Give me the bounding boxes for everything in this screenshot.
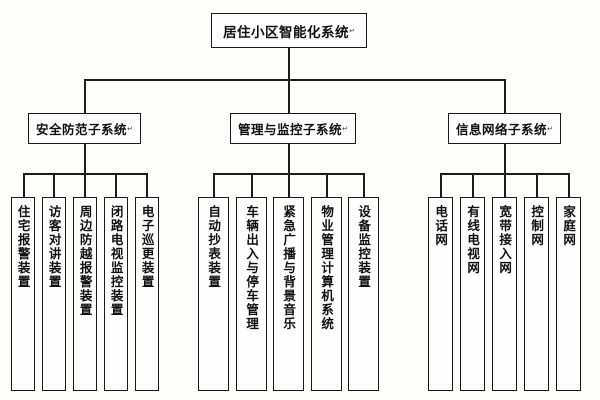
connector-branch2-stem — [288, 144, 290, 197]
node-branch-network[interactable]: 信息网络子系统↵ — [448, 113, 561, 144]
leaf-control-network[interactable]: 控制网 — [524, 197, 549, 391]
connector-drop-branch-1 — [84, 79, 86, 113]
connector-group2-bus — [213, 173, 364, 175]
leaf-label: 电话网 — [433, 205, 449, 247]
leaf-label: 宽带接入网 — [497, 205, 513, 275]
connector-drop-leaf-10 — [363, 173, 365, 197]
leaf-perimeter-alarm[interactable]: 周边防越报警装置 — [73, 197, 97, 391]
leaf-label: 设备监控装置 — [356, 205, 372, 289]
leaf-equipment-monitoring[interactable]: 设备监控装置 — [348, 197, 379, 391]
leaf-vehicle-parking-management[interactable]: 车辆出入与停车管理 — [236, 197, 267, 391]
leaf-cctv-monitoring[interactable]: 闭路电视监控装置 — [104, 197, 128, 391]
leaf-label: 访客对讲装置 — [46, 205, 62, 289]
connector-level1-bus — [84, 79, 505, 81]
node-branch-label: 管理与监控子系统 — [238, 122, 343, 137]
leaf-label: 自动抄表装置 — [206, 205, 222, 289]
node-branch-security[interactable]: 安全防范子系统↵ — [28, 113, 141, 144]
return-mark-icon: ↵ — [127, 124, 133, 133]
connector-drop-leaf-12 — [472, 173, 474, 197]
connector-drop-leaf-9 — [326, 173, 328, 197]
return-mark-icon: ↵ — [547, 124, 553, 133]
connector-drop-leaf-5 — [146, 173, 148, 197]
leaf-label: 闭路电视监控装置 — [108, 205, 124, 317]
connector-root-stem — [288, 48, 290, 80]
leaf-electronic-patrol[interactable]: 电子巡更装置 — [135, 197, 159, 391]
leaf-label: 周边防越报警装置 — [77, 205, 93, 317]
return-mark-icon: ↵ — [349, 26, 355, 35]
connector-drop-leaf-2 — [53, 173, 55, 197]
connector-branch1-stem — [84, 144, 86, 197]
return-mark-icon: ↵ — [342, 124, 348, 133]
leaf-label: 有线电视网 — [465, 205, 481, 275]
connector-group3-bus — [440, 173, 568, 175]
leaf-home-alarm[interactable]: 住宅报警装置 — [11, 197, 35, 391]
leaf-label: 控制网 — [529, 205, 545, 247]
leaf-auto-meter-reading[interactable]: 自动抄表装置 — [198, 197, 229, 391]
leaf-broadband-access-network[interactable]: 宽带接入网 — [492, 197, 517, 391]
node-root-system[interactable]: 居住小区智能化系统↵ — [211, 13, 367, 48]
leaf-label: 住宅报警装置 — [15, 205, 31, 289]
leaf-telephone-network[interactable]: 电话网 — [428, 197, 453, 391]
connector-drop-leaf-14 — [536, 173, 538, 197]
leaf-cable-tv-network[interactable]: 有线电视网 — [460, 197, 485, 391]
connector-drop-leaf-11 — [440, 173, 442, 197]
connector-drop-branch-2 — [288, 79, 290, 113]
node-root-label: 居住小区智能化系统 — [223, 24, 350, 41]
leaf-label: 家庭网 — [561, 205, 577, 247]
leaf-label: 物业管理计算机系统 — [319, 205, 335, 331]
leaf-visitor-intercom[interactable]: 访客对讲装置 — [42, 197, 66, 391]
node-branch-label: 安全防范子系统 — [36, 122, 128, 137]
leaf-property-management-computer[interactable]: 物业管理计算机系统 — [311, 197, 342, 391]
connector-branch3-stem — [504, 144, 506, 197]
connector-drop-branch-3 — [504, 79, 506, 113]
leaf-label: 紧急广播与背景音乐 — [281, 205, 297, 331]
connector-drop-leaf-15 — [568, 173, 570, 197]
leaf-emergency-broadcast-music[interactable]: 紧急广播与背景音乐 — [273, 197, 304, 391]
leaf-home-network[interactable]: 家庭网 — [556, 197, 581, 391]
connector-drop-leaf-6 — [213, 173, 215, 197]
connector-group1-bus — [23, 173, 146, 175]
leaf-label: 电子巡更装置 — [139, 205, 155, 289]
connector-drop-leaf-4 — [115, 173, 117, 197]
leaf-label: 车辆出入与停车管理 — [244, 205, 260, 331]
connector-drop-leaf-7 — [251, 173, 253, 197]
connector-drop-leaf-1 — [23, 173, 25, 197]
node-branch-management[interactable]: 管理与监控子系统↵ — [230, 113, 356, 144]
node-branch-label: 信息网络子系统 — [456, 122, 548, 137]
